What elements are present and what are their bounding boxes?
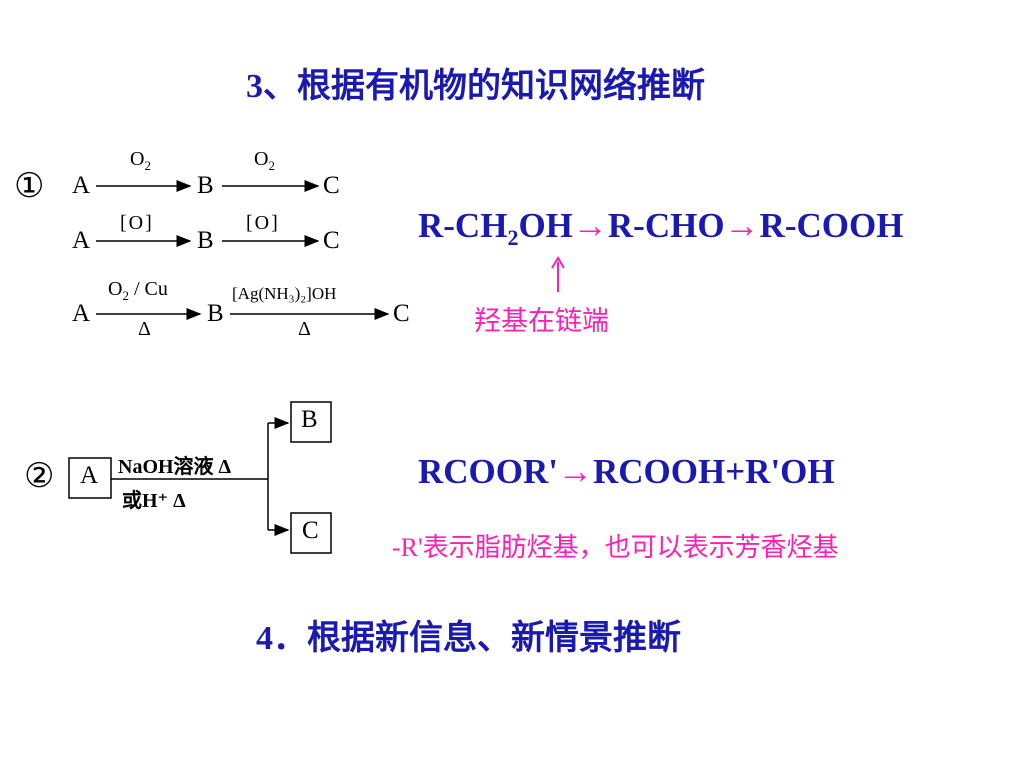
row3-reagent-1-top: O2 / Cu (108, 278, 168, 303)
heading-4: 4．根据新信息、新情景推断 (256, 620, 681, 657)
up-arrow-icon (551, 256, 565, 292)
diagram1-marker: ① (14, 168, 45, 205)
box-a (68, 457, 112, 499)
row3-reagent-1-bottom: Δ (138, 318, 151, 340)
row1-b: B (197, 172, 214, 199)
row1-reagent-2: O2 (254, 148, 275, 173)
row1-reagent-1: O2 (130, 148, 151, 173)
row3-b: B (207, 300, 224, 327)
box-b (290, 401, 332, 443)
heading-3: 3、根据有机物的知识网络推断 (246, 68, 705, 105)
row1-a: A (72, 172, 91, 199)
diagram1-arrows (96, 180, 390, 320)
row3-reagent-2-bottom: Δ (298, 318, 311, 340)
diagram2-cond-top: NaOH溶液 Δ (118, 456, 232, 478)
row3-a: A (72, 300, 91, 327)
row3-reagent-2-top: [Ag(NH₃)₂]OH (232, 284, 337, 303)
row2-b: B (197, 227, 214, 254)
row3-c: C (393, 300, 410, 327)
diagram2-cond-bottom: 或H⁺ Δ (122, 490, 186, 512)
alcohol-oxidation-formula: R-CH2OH→R-CHO→R-COOH (418, 206, 904, 250)
diagram2-c: C (302, 517, 319, 544)
diagram2-lines (68, 401, 332, 554)
diagram2-b: B (301, 406, 318, 433)
ester-hydrolysis-formula: RCOOR'→RCOOH+R'OH (418, 452, 835, 491)
box-c (290, 512, 332, 554)
row2-a: A (72, 227, 91, 254)
row2-reagent-2: [O] (246, 212, 280, 234)
diagram2-marker: ② (24, 458, 55, 495)
hydrocarbon-group-note: -R'表示脂肪烃基，也可以表示芳香烃基 (392, 533, 839, 562)
row2-c: C (323, 227, 340, 254)
row2-reagent-1: [O] (120, 212, 154, 234)
hydroxyl-note: 羟基在链端 (474, 306, 609, 336)
diagram2-a: A (80, 462, 99, 489)
row1-c: C (323, 172, 340, 199)
